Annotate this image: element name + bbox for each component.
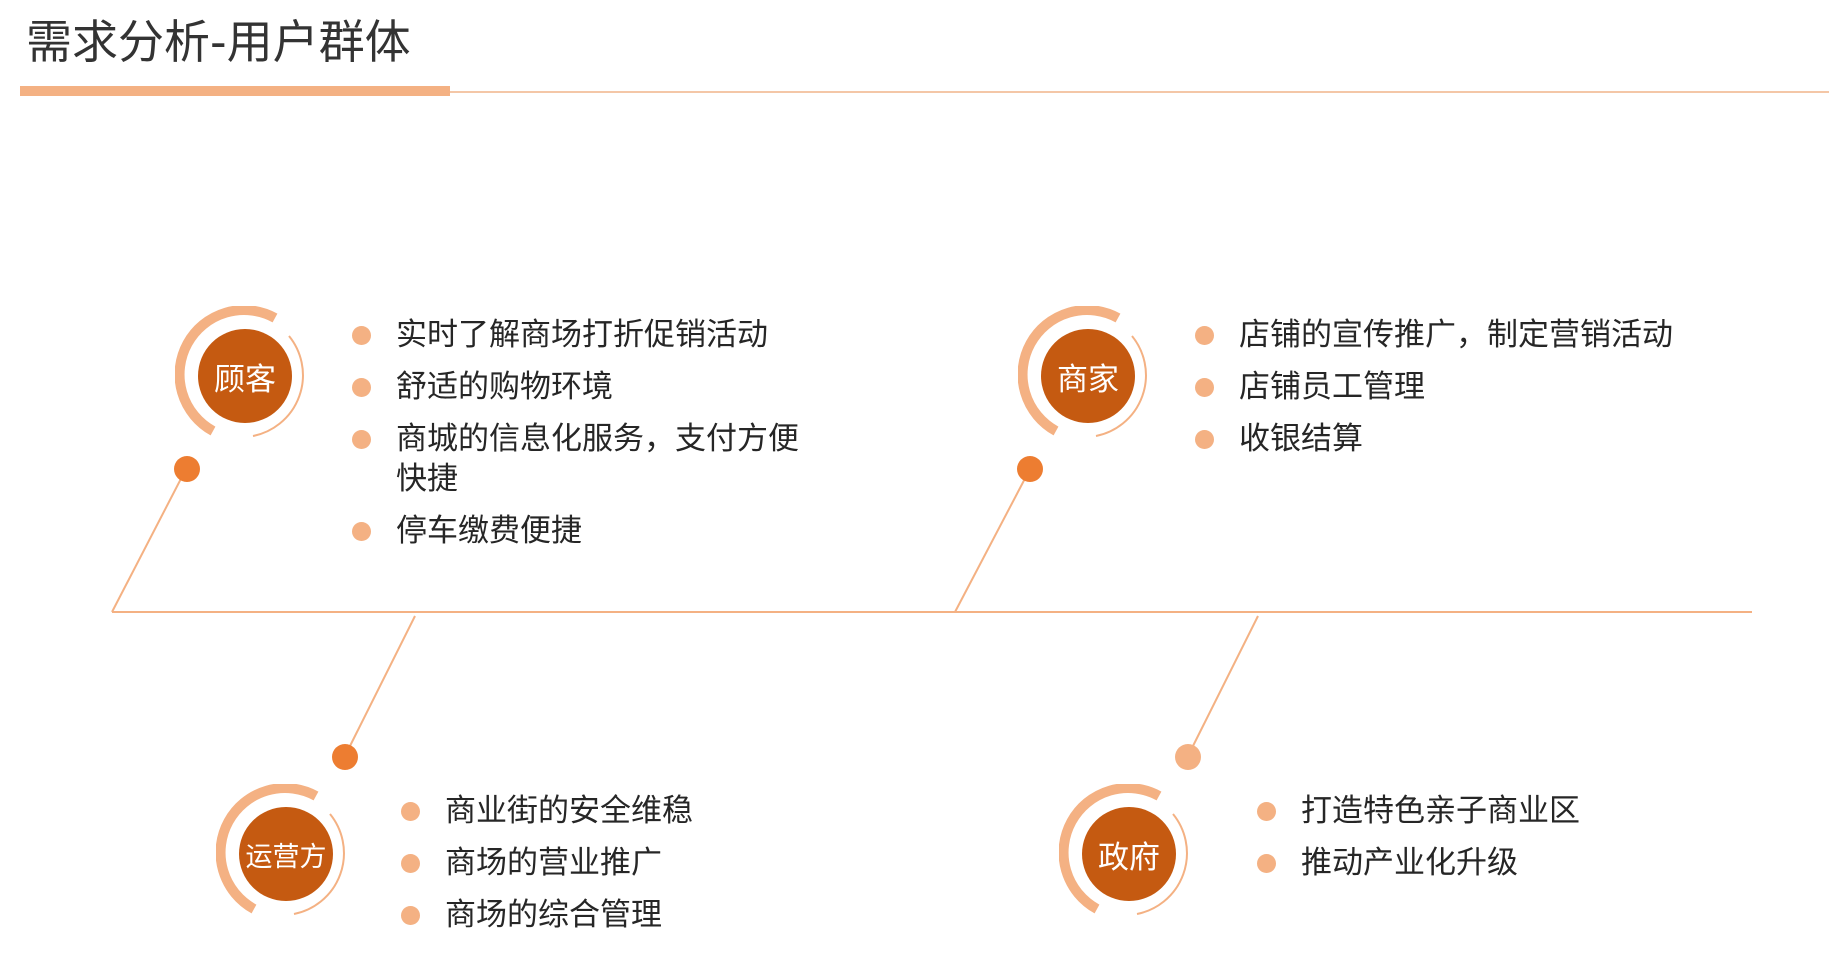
ring-decoration [216, 784, 345, 915]
group-merchant: 商家 [1018, 306, 1158, 446]
title-divider-line [450, 91, 1829, 93]
needs-list-government: 打造特色亲子商业区 推动产业化升级 [1257, 791, 1677, 895]
item-text: 推动产业化升级 [1301, 845, 1518, 881]
list-item: 推动产业化升级 [1257, 843, 1677, 883]
bullet-icon [1195, 378, 1214, 397]
group-label-customer: 顾客 [198, 329, 292, 423]
list-item: 商场的营业推广 [401, 843, 821, 883]
needs-list-operator: 商业街的安全维稳 商场的营业推广 商场的综合管理 [401, 791, 821, 947]
item-text: 商业街的安全维稳 [445, 793, 693, 829]
group-label-government: 政府 [1082, 807, 1176, 901]
list-item: 收银结算 [1195, 419, 1755, 459]
item-text: 店铺员工管理 [1239, 369, 1425, 405]
title-underline-bar [20, 86, 450, 96]
connector-operator [344, 615, 416, 757]
item-text: 舒适的购物环境 [396, 369, 613, 405]
ring-decoration [1018, 306, 1147, 437]
bullet-icon [1195, 326, 1214, 345]
list-item: 店铺员工管理 [1195, 367, 1755, 407]
group-label-merchant: 商家 [1041, 329, 1135, 423]
bullet-icon [1257, 854, 1276, 873]
bullet-icon [352, 378, 371, 397]
needs-list-merchant: 店铺的宣传推广，制定营销活动 店铺员工管理 收银结算 [1195, 315, 1755, 471]
bullet-icon [352, 430, 371, 449]
list-item: 店铺的宣传推广，制定营销活动 [1195, 315, 1755, 355]
bullet-icon [352, 326, 371, 345]
bullet-icon [401, 854, 420, 873]
connector-customer [111, 468, 187, 613]
list-item: 商场的综合管理 [401, 895, 821, 935]
bullet-icon [401, 802, 420, 821]
list-item: 商业街的安全维稳 [401, 791, 821, 831]
bullet-icon [1257, 802, 1276, 821]
connector-dot-operator [332, 744, 358, 770]
item-text: 打造特色亲子商业区 [1301, 793, 1580, 829]
bullet-icon [401, 906, 420, 925]
item-text: 商场的营业推广 [445, 845, 662, 881]
item-text: 收银结算 [1239, 421, 1363, 457]
ring-decoration [1059, 784, 1188, 915]
list-item: 实时了解商场打折促销活动 [352, 315, 822, 355]
connector-dot-government [1175, 744, 1201, 770]
bullet-icon [352, 522, 371, 541]
group-government: 政府 [1059, 784, 1199, 924]
connector-government [1187, 615, 1259, 757]
bullet-icon [1195, 430, 1214, 449]
list-item: 商城的信息化服务，支付方便快捷 [352, 419, 822, 499]
list-item: 停车缴费便捷 [352, 511, 822, 551]
group-label-operator: 运营方 [239, 807, 333, 901]
group-customer: 顾客 [175, 306, 315, 446]
item-text: 停车缴费便捷 [396, 513, 582, 549]
connector-dot-merchant [1017, 456, 1043, 482]
page-title: 需求分析-用户群体 [26, 15, 411, 69]
item-text: 商城的信息化服务，支付方便快捷 [396, 421, 799, 497]
item-text: 实时了解商场打折促销活动 [396, 317, 768, 353]
ring-decoration [175, 306, 304, 437]
list-item: 舒适的购物环境 [352, 367, 822, 407]
connector-merchant [954, 468, 1031, 613]
item-text: 商场的综合管理 [445, 897, 662, 933]
needs-list-customer: 实时了解商场打折促销活动 舒适的购物环境 商城的信息化服务，支付方便快捷 停车缴… [352, 315, 822, 563]
item-text: 店铺的宣传推广，制定营销活动 [1239, 317, 1673, 353]
group-operator: 运营方 [216, 784, 356, 924]
connector-dot-customer [174, 456, 200, 482]
list-item: 打造特色亲子商业区 [1257, 791, 1677, 831]
